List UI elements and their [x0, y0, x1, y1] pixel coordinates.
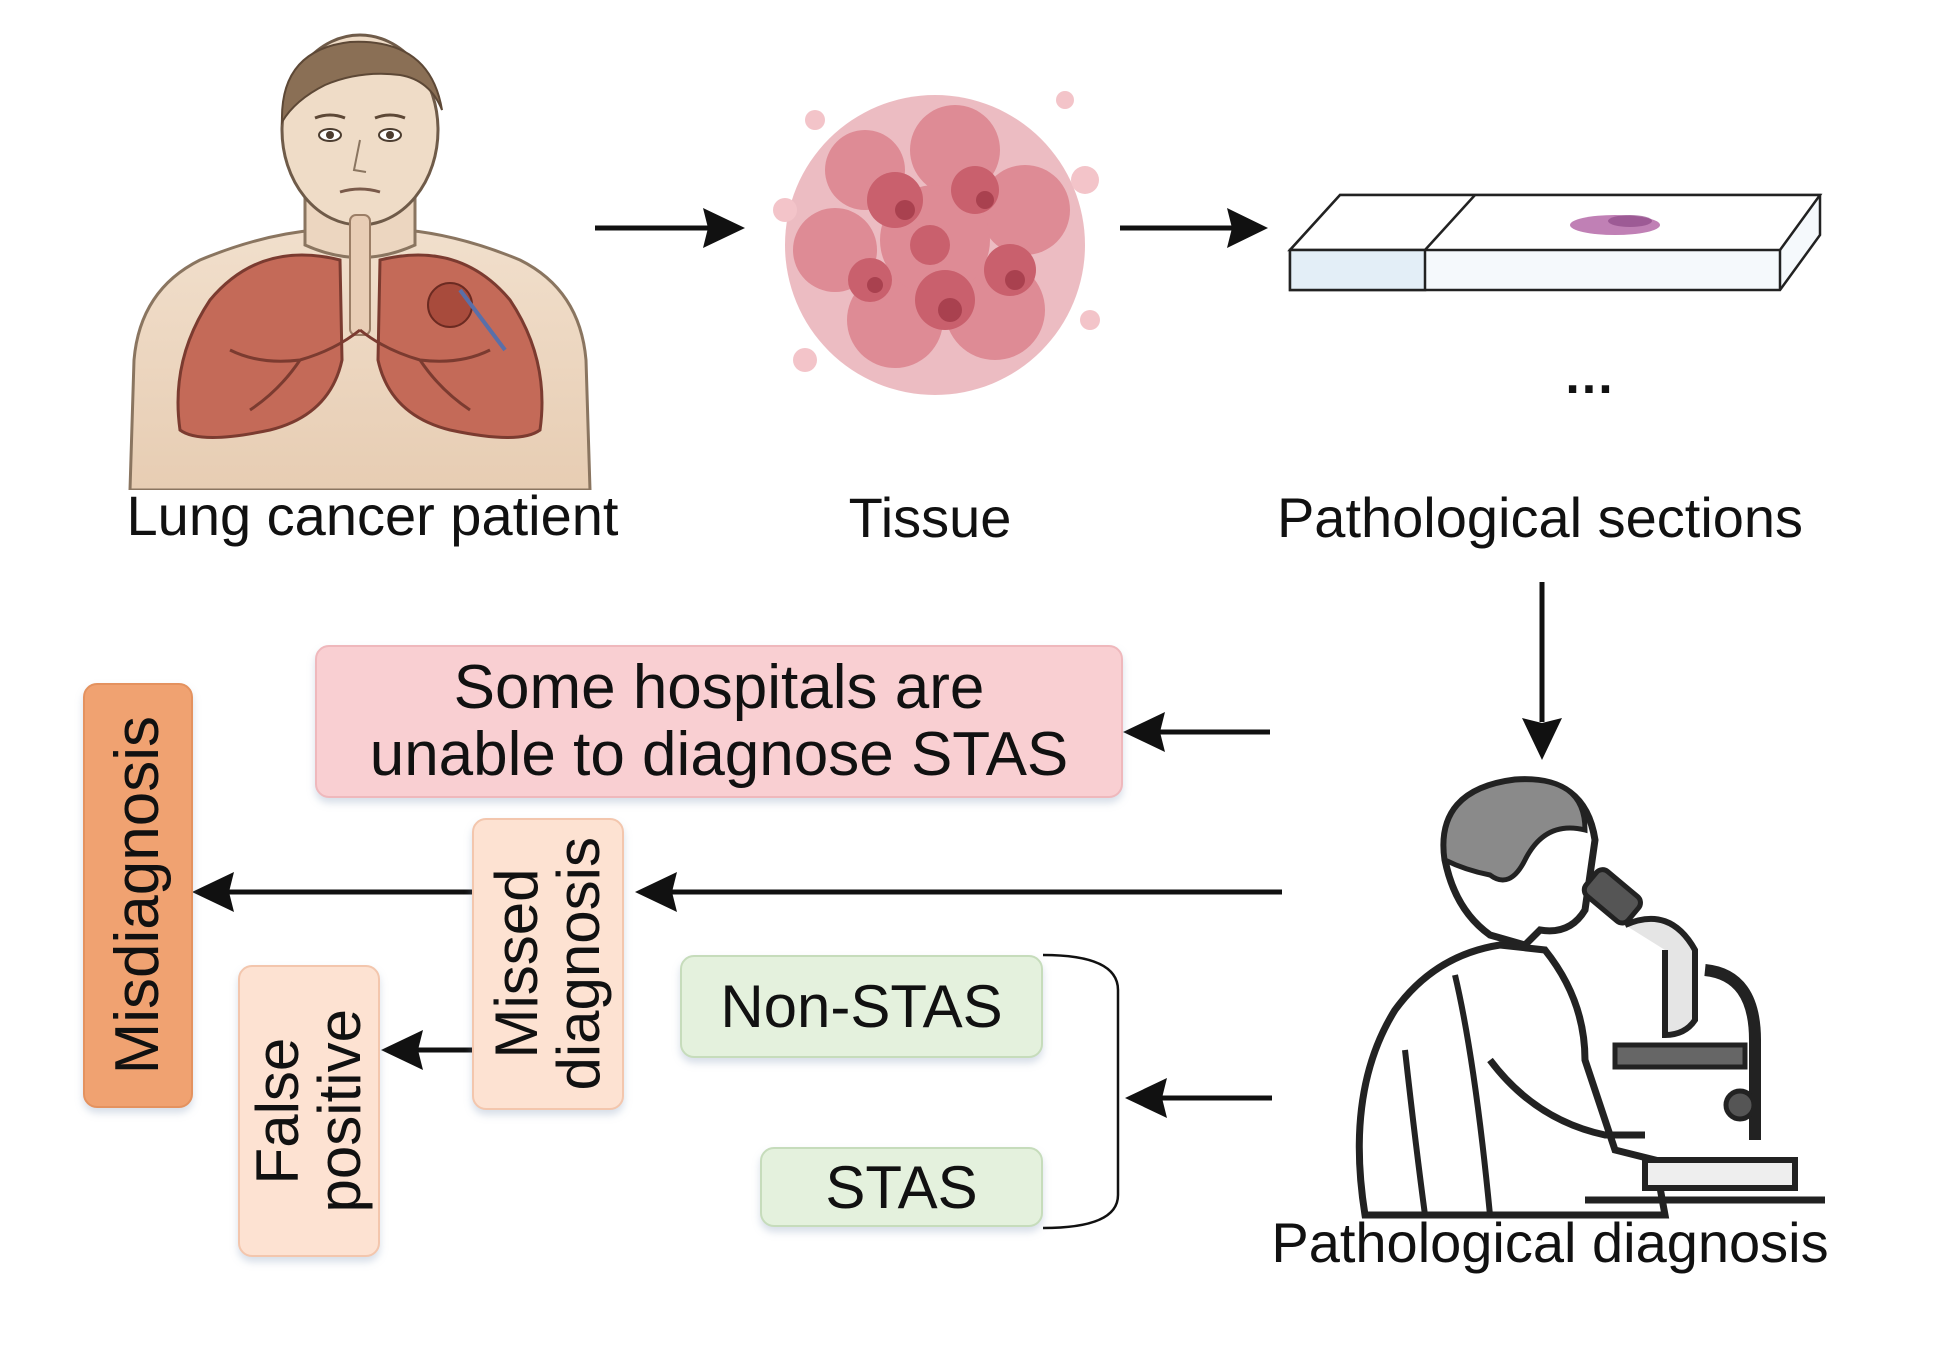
hospitals-line-2: unable to diagnose STAS — [369, 719, 1069, 789]
stas-box: STAS — [760, 1147, 1043, 1227]
misdiagnosis-label: Misdiagnosis — [103, 716, 173, 1075]
tissue-illustration — [773, 91, 1100, 395]
false-line-2: positive — [306, 1009, 373, 1213]
arrow-to-hospitals-box — [1123, 712, 1270, 752]
classification-bracket — [1042, 953, 1120, 1230]
arrow-patient-to-tissue — [595, 208, 745, 248]
missed-line-2: diagnosis — [545, 837, 612, 1091]
missed-diagnosis-box: Missed diagnosis — [472, 818, 624, 1110]
arrow-to-classification — [1125, 1078, 1272, 1118]
arrow-sections-to-diagnosis — [1522, 582, 1562, 760]
missed-line-1: Missed — [483, 868, 551, 1060]
stas-label: STAS — [825, 1153, 978, 1221]
pathologist-microscope-illustration — [1355, 776, 1825, 1219]
non-stas-box: Non-STAS — [680, 955, 1043, 1058]
arrow-to-false-positive — [381, 1030, 472, 1070]
false-line-1: False — [244, 1037, 312, 1185]
sections-caption: Pathological sections — [1276, 486, 1804, 549]
diagnosis-caption: Pathological diagnosis — [1271, 1211, 1829, 1274]
missed-diagnosis-label: Missed diagnosis — [483, 837, 612, 1091]
false-positive-box: False positive — [238, 965, 380, 1257]
arrow-to-missed-diagnosis — [635, 872, 1282, 912]
pathology-slide-illustration — [1287, 193, 1823, 292]
patient-caption: Lung cancer patient — [126, 484, 619, 547]
hospitals-unable-box: Some hospitals are unable to diagnose ST… — [315, 645, 1123, 798]
lung-cancer-patient-illustration — [128, 33, 592, 490]
arrow-to-misdiagnosis — [192, 872, 472, 912]
sections-ellipsis: ... — [1565, 347, 1615, 405]
misdiagnosis-box: Misdiagnosis — [83, 683, 193, 1108]
arrow-tissue-to-sections — [1120, 208, 1268, 248]
tissue-caption: Tissue — [848, 486, 1012, 549]
hospitals-line-1: Some hospitals are — [453, 652, 985, 722]
false-positive-label: False positive — [244, 1009, 373, 1213]
non-stas-label: Non-STAS — [720, 973, 1003, 1040]
